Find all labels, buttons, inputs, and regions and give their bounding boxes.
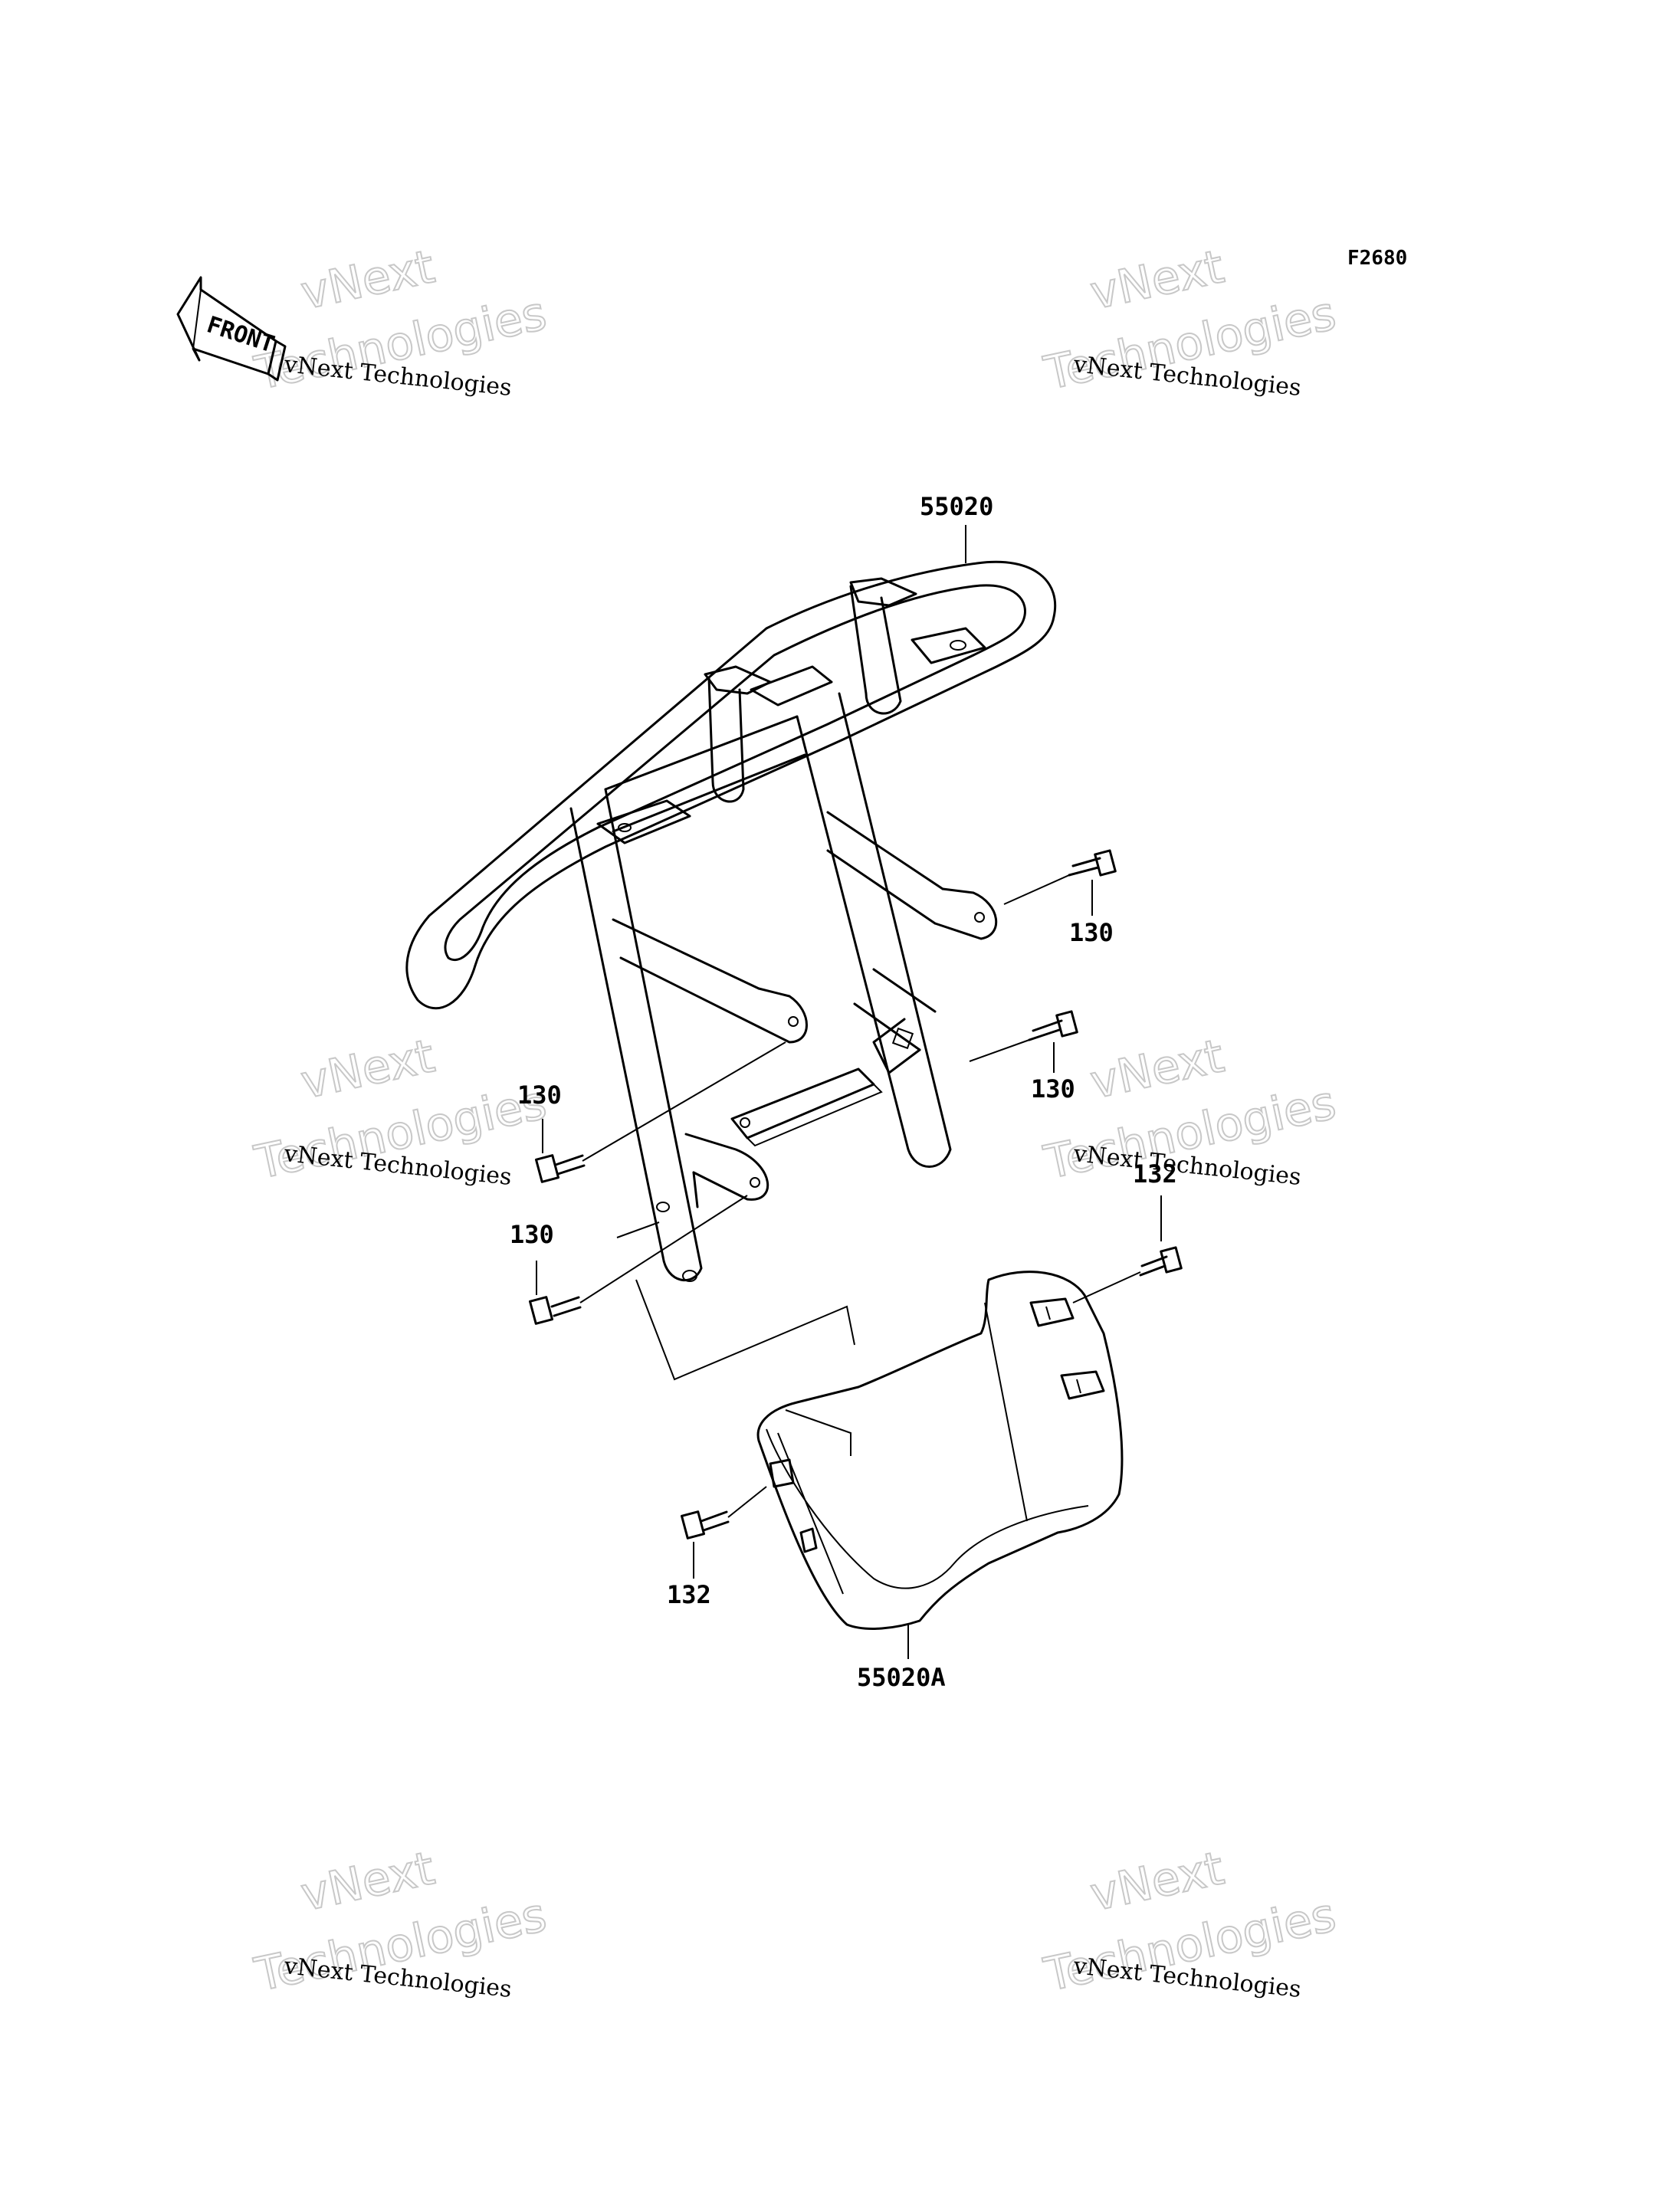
bolt-icon <box>528 1195 748 1325</box>
watermark-big-1: vNext <box>297 240 439 320</box>
bolt-icon <box>534 1041 786 1183</box>
part-label-bolt: 130 <box>1069 918 1114 947</box>
skid-plate <box>756 1271 1124 1630</box>
assembly-guide <box>616 1221 855 1456</box>
part-label-skid-plate: 55020A <box>857 1663 946 1692</box>
part-label-bolt: 130 <box>1031 1074 1075 1103</box>
bolt-icon <box>969 1010 1078 1062</box>
part-label-bolt: 132 <box>667 1580 711 1609</box>
watermark-big-1: vNext <box>297 1029 439 1110</box>
front-label: FRONT <box>204 311 278 358</box>
watermark-big-1: vNext <box>297 1841 439 1922</box>
watermark-big-1: vNext <box>1086 1029 1229 1110</box>
bolt-icon <box>680 1486 767 1540</box>
figure-id: F2680 <box>1347 247 1407 270</box>
bolt-icon <box>1072 1246 1183 1303</box>
part-label-bolt: 130 <box>510 1220 554 1249</box>
part-label-guard: 55020 <box>920 492 993 521</box>
watermark-big-1: vNext <box>1086 1841 1229 1922</box>
part-label-bolt: 132 <box>1133 1159 1177 1189</box>
front-guard <box>405 560 1057 1282</box>
part-label-bolt: 130 <box>517 1080 562 1110</box>
watermark-big-1: vNext <box>1086 240 1229 320</box>
bolt-icon <box>1003 849 1117 905</box>
